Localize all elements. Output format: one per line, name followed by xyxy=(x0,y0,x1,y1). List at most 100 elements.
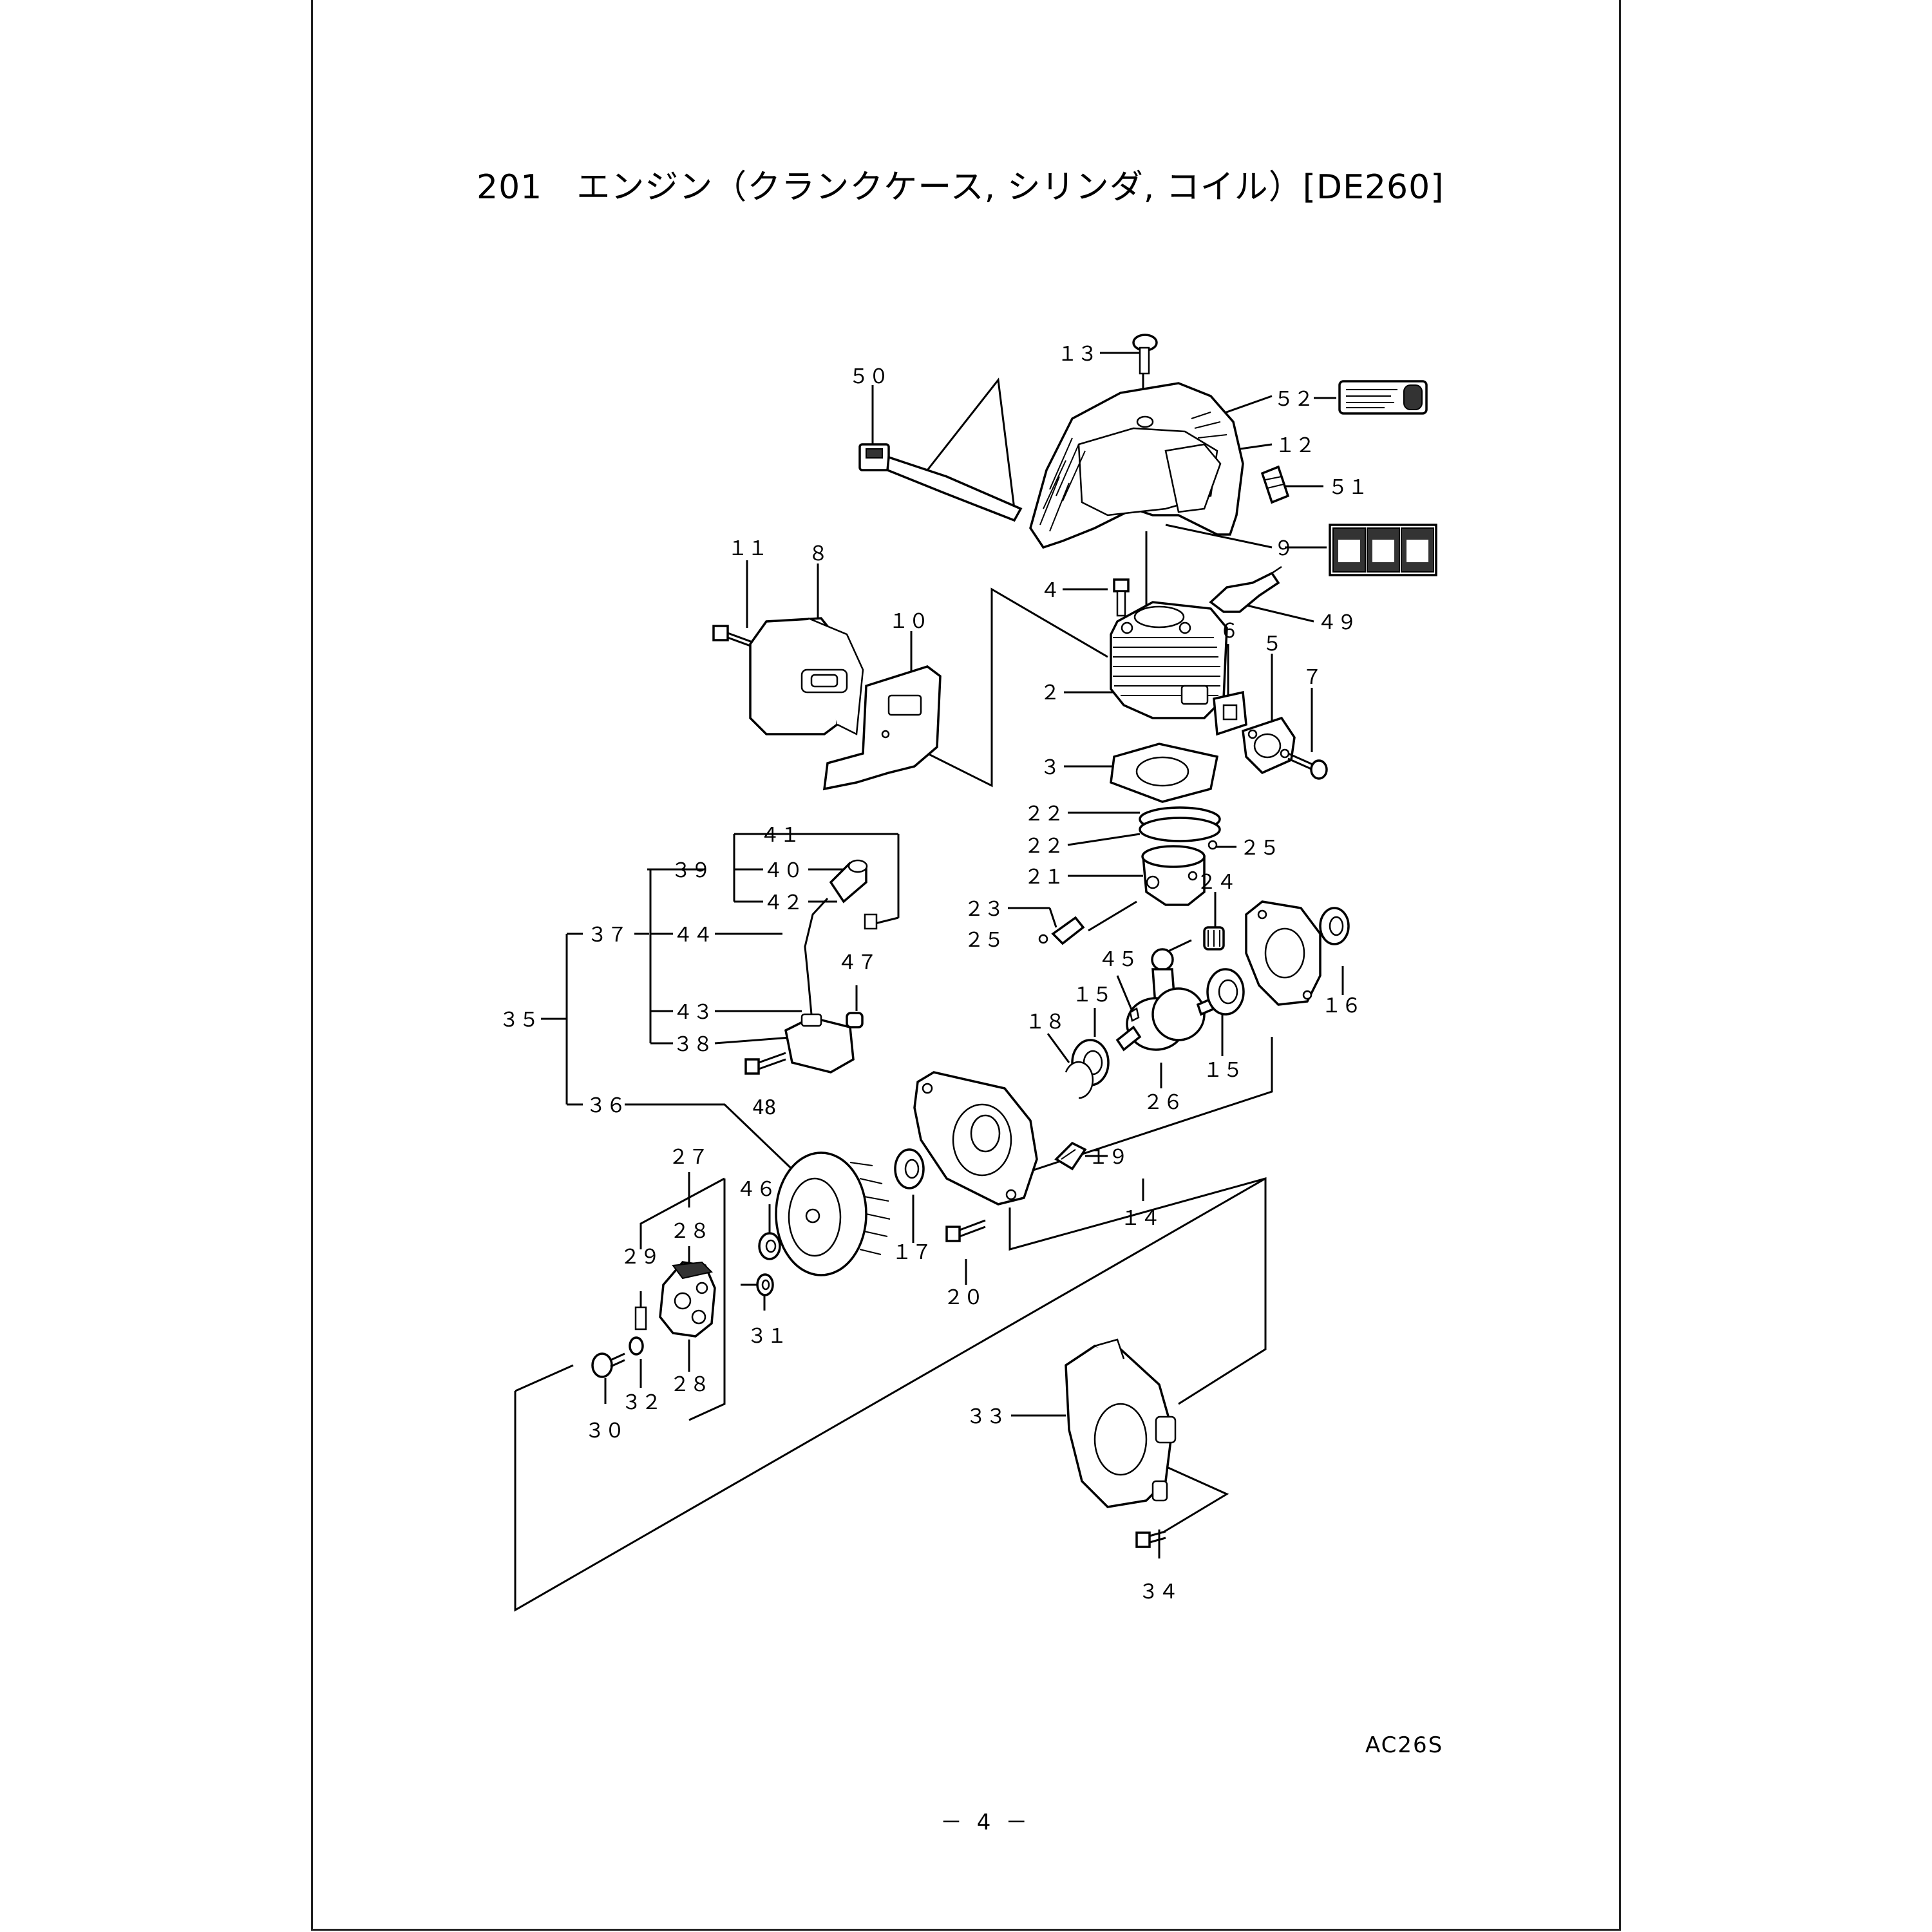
callout-24: ２４ xyxy=(1197,871,1236,894)
part-22-piston-rings xyxy=(1139,806,1221,842)
part-34-bolt xyxy=(1135,1530,1166,1548)
callout-43: ４３ xyxy=(673,1001,713,1024)
callout-31: ３１ xyxy=(747,1325,787,1348)
callout-22b: ２２ xyxy=(1024,835,1064,858)
model-code: AC26S xyxy=(1365,1732,1444,1758)
part-13-screw xyxy=(1132,334,1158,375)
part-19-gasket xyxy=(1054,1141,1087,1171)
part-51-grommet xyxy=(1260,465,1290,504)
callout-52: ５２ xyxy=(1274,388,1314,411)
part-20-bolt xyxy=(945,1219,986,1242)
callout-36: ３６ xyxy=(586,1094,626,1117)
part-41-spring xyxy=(864,913,878,930)
part-29-clutch-spring xyxy=(634,1306,647,1331)
callout-9: ９ xyxy=(1274,537,1294,560)
part-17-oil-seal xyxy=(894,1148,925,1189)
callout-32: ３２ xyxy=(621,1391,661,1414)
callout-23: ２３ xyxy=(964,898,1004,921)
callout-28a: ２８ xyxy=(670,1220,710,1243)
part-40-plug-cap xyxy=(829,859,868,904)
callout-39: ３９ xyxy=(671,859,711,882)
part-44-high-tension-lead xyxy=(804,897,829,1015)
part-15-bearing-right xyxy=(1206,968,1245,1016)
callout-34: ３４ xyxy=(1139,1580,1179,1604)
callout-16: １６ xyxy=(1321,994,1361,1018)
callout-40: ４０ xyxy=(763,859,803,882)
part-3-cylinder-gasket xyxy=(1110,743,1219,803)
callout-12: １２ xyxy=(1275,434,1315,457)
part-9-warning-label xyxy=(1329,524,1437,576)
part-23-piston-pin xyxy=(1051,916,1085,945)
callout-13: １３ xyxy=(1057,343,1097,366)
callout-47: ４７ xyxy=(837,951,877,974)
callout-42: ４２ xyxy=(763,891,803,914)
part-7-bolt xyxy=(1287,752,1328,780)
part-38-ignition-coil xyxy=(784,1013,855,1074)
part-48-bolt xyxy=(744,1052,786,1075)
part-11-bolt xyxy=(712,625,767,653)
callout-7: ７ xyxy=(1302,666,1322,689)
callout-18: １８ xyxy=(1025,1010,1065,1034)
part-14-crankcase-left xyxy=(913,1071,1038,1206)
part-6-gasket xyxy=(1213,690,1247,736)
part-4-bolt xyxy=(1113,578,1130,617)
callout-27: ２７ xyxy=(668,1146,708,1169)
page-number: － 4 － xyxy=(940,1810,1032,1835)
part-50-stop-switch xyxy=(858,443,1023,522)
part-36-flywheel xyxy=(775,1151,891,1276)
callout-11: １１ xyxy=(728,537,768,560)
callout-51: ５１ xyxy=(1328,476,1368,499)
callout-15a: １５ xyxy=(1072,983,1112,1007)
callout-35: ３５ xyxy=(499,1009,539,1032)
part-16-oil-seal xyxy=(1319,907,1350,945)
callout-19: １９ xyxy=(1088,1146,1128,1169)
part-8-muffler xyxy=(749,617,864,735)
callout-48: 48 xyxy=(752,1096,776,1119)
callout-29: ２９ xyxy=(620,1245,660,1269)
callout-50: ５０ xyxy=(849,365,889,388)
page-title: 201 エンジン（クランクケース, シリンダ, コイル）[DE260] xyxy=(477,168,1444,207)
callout-labels: １３ ５０ ５２ １２ ５１ ９ １１ ８ ４ ４９ １０ ６ ５ ７ ２ ３ … xyxy=(499,343,1368,1604)
callout-14: １４ xyxy=(1121,1207,1160,1230)
callout-33: ３３ xyxy=(966,1405,1006,1428)
callout-37: ３７ xyxy=(587,923,627,947)
callout-25b: ２５ xyxy=(964,929,1004,952)
callout-17: １７ xyxy=(892,1241,932,1264)
part-46-nut xyxy=(758,1232,781,1260)
callout-49: ４９ xyxy=(1317,611,1357,634)
callout-20: ２０ xyxy=(943,1286,983,1309)
callout-6: ６ xyxy=(1219,620,1239,643)
callout-46: ４６ xyxy=(736,1178,776,1201)
callout-41: ４１ xyxy=(760,824,800,847)
callout-10: １０ xyxy=(889,610,929,633)
part-28-clutch-shoe xyxy=(659,1261,716,1338)
callout-25a: ２５ xyxy=(1240,837,1280,860)
part-21-piston xyxy=(1141,845,1206,906)
part-26-crankshaft xyxy=(1115,948,1226,1052)
part-52-label xyxy=(1338,380,1428,415)
callout-21: ２１ xyxy=(1024,866,1064,889)
page-frame xyxy=(311,0,1621,1931)
part-31-washer xyxy=(756,1273,774,1296)
part-2-cylinder xyxy=(1110,601,1228,719)
callout-28b: ２８ xyxy=(670,1373,710,1396)
part-5-insulator xyxy=(1242,716,1296,775)
part-18-snap-ring xyxy=(1065,1061,1094,1099)
callout-26: ２６ xyxy=(1143,1091,1183,1114)
callout-2: ２ xyxy=(1040,681,1060,705)
part-33-clutch-case xyxy=(1065,1338,1177,1508)
callout-5: ５ xyxy=(1262,632,1282,656)
part-32-washer xyxy=(629,1336,644,1356)
part-49-spark-plug xyxy=(1209,565,1282,613)
part-47-spacer xyxy=(846,1012,864,1028)
callout-8: ８ xyxy=(808,542,828,565)
callout-15b: １５ xyxy=(1203,1059,1243,1082)
part-14-crankcase-right xyxy=(1245,900,1321,1006)
callout-3: ３ xyxy=(1040,756,1060,779)
callout-38: ３８ xyxy=(673,1033,713,1056)
callout-4: ４ xyxy=(1040,579,1060,602)
part-25-circlips xyxy=(1038,840,1218,944)
part-30-bolt xyxy=(591,1352,625,1378)
callout-44: ４４ xyxy=(673,923,713,947)
